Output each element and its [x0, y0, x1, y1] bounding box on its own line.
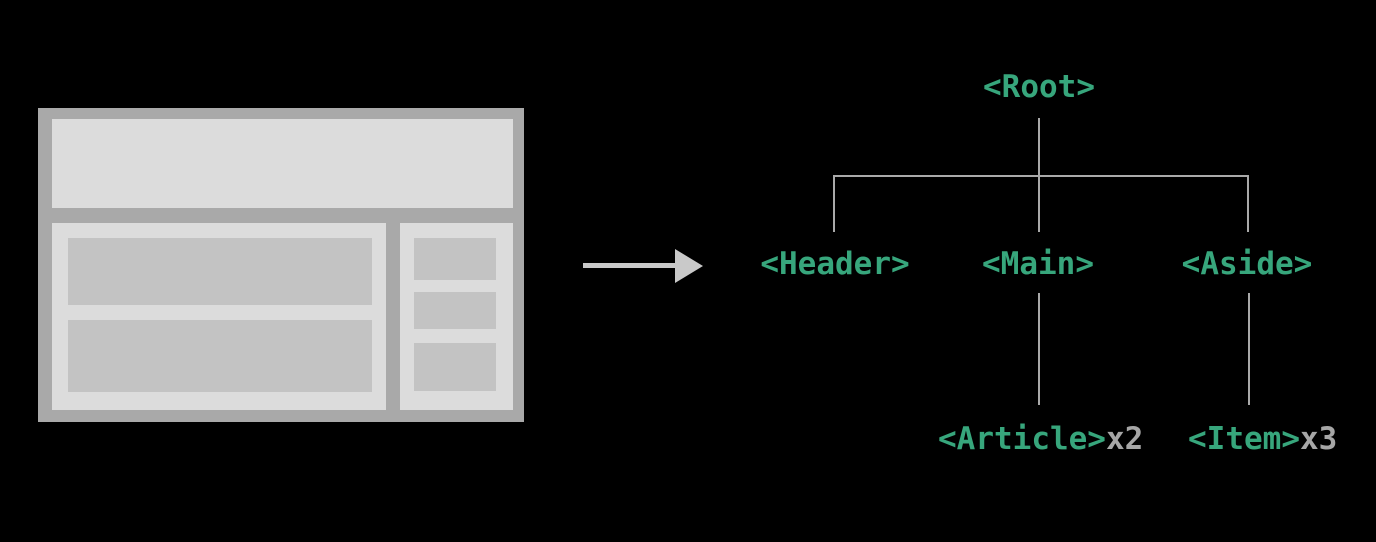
wireframe-article-block-1 [68, 238, 372, 305]
tree-node-article: <Article>x2 [938, 421, 1143, 457]
wireframe-item-block-1 [414, 238, 496, 280]
wireframe-main-block [52, 223, 386, 410]
article-tag-label: <Article> [938, 421, 1106, 457]
tree-edge-main-down [1038, 293, 1040, 405]
tree-node-main: <Main> [982, 246, 1094, 282]
article-count-label: x2 [1105, 421, 1144, 457]
tree-node-item: <Item>x3 [1188, 421, 1337, 457]
tree-edge-horizontal [833, 175, 1249, 177]
item-count-label: x3 [1299, 421, 1338, 457]
tree-node-aside: <Aside> [1181, 246, 1313, 282]
wireframe-item-block-3 [414, 343, 496, 391]
wireframe-item-block-2 [414, 292, 496, 329]
tree-edge-header-stub [833, 175, 835, 232]
wireframe-aside-block [400, 223, 513, 410]
tree-node-root: <Root> [983, 69, 1095, 105]
wireframe-article-block-2 [68, 320, 372, 392]
wireframe-header-block [52, 119, 513, 208]
page-wireframe [38, 108, 524, 422]
tree-node-header: <Header> [760, 246, 910, 282]
right-arrow-icon [583, 263, 675, 268]
item-tag-label: <Item> [1188, 421, 1300, 457]
right-arrow-head-icon [675, 249, 703, 283]
tree-edge-aside-stub [1247, 175, 1249, 232]
tree-edge-aside-down [1248, 293, 1250, 405]
